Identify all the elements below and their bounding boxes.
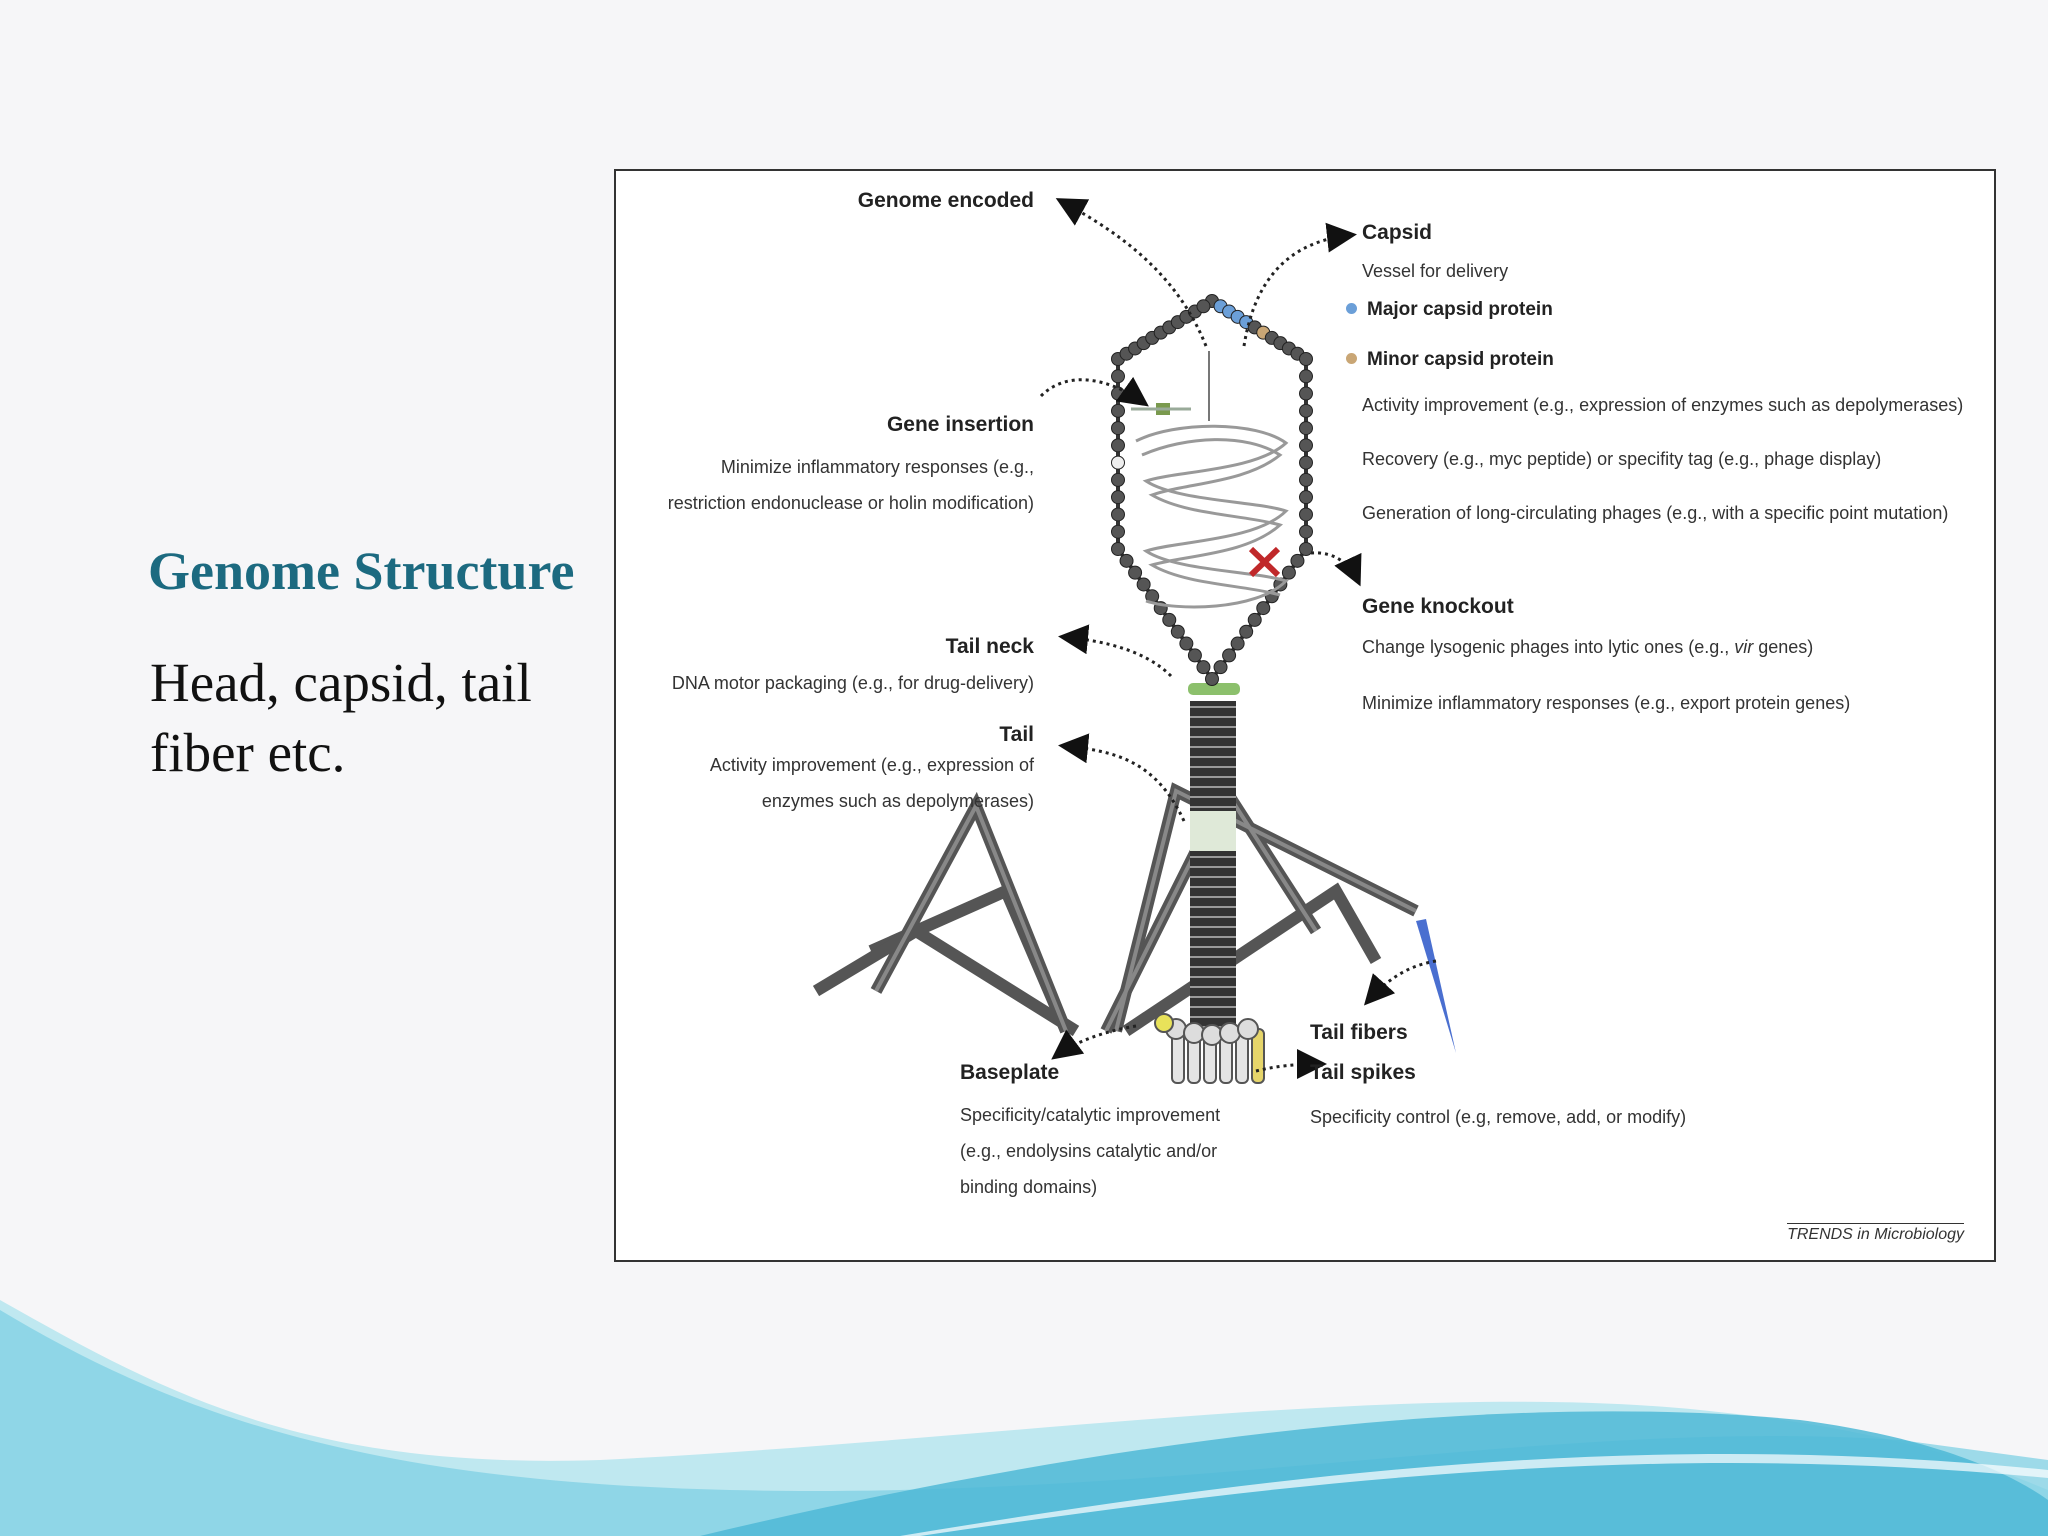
capsid-note-2: Recovery (e.g., myc peptide) or specifit…: [1362, 449, 1882, 469]
baseplate-line-3: binding domains): [960, 1177, 1098, 1197]
capsid-protein-bead: [1281, 565, 1296, 580]
capsid-protein-bead: [1111, 438, 1125, 453]
label-tail-fibers: Tail fibers: [1310, 1021, 1408, 1044]
capsid-protein-bead: [1136, 577, 1151, 592]
capsid-protein-bead: [1111, 507, 1125, 522]
gene-knockout-line-2: Minimize inflammatory responses (e.g., e…: [1362, 693, 1851, 713]
slide-title: Genome Structure: [148, 541, 575, 601]
capsid-protein-bead: [1299, 386, 1313, 401]
capsid-subtitle: Vessel for delivery: [1362, 261, 1509, 281]
capsid-protein-bead: [1111, 542, 1125, 556]
baseplate: [1154, 1013, 1265, 1084]
capsid-protein-bead: [1299, 369, 1313, 384]
label-tail: Tail: [999, 723, 1034, 746]
capsid-protein-bead: [1222, 648, 1237, 663]
gene-knockout-line-1-em: vir: [1734, 637, 1754, 657]
minor-capsid-dot: [1346, 353, 1357, 364]
capsid-protein-bead: [1299, 438, 1313, 453]
capsid-protein-bead: [1239, 624, 1254, 639]
capsid-protein-bead: [1247, 612, 1262, 627]
label-genome-encoded: Genome encoded: [857, 189, 1034, 212]
label-gene-insertion: Gene insertion: [886, 413, 1034, 436]
figure-credit: TRENDS in Microbiology: [1787, 1223, 1964, 1244]
capsid-protein-bead: [1299, 490, 1313, 505]
label-gene-knockout: Gene knockout: [1362, 595, 1514, 618]
label-arrows: [1039, 198, 1437, 1080]
label-capsid: Capsid: [1362, 221, 1433, 244]
tail-line-2: enzymes such as depolymerases): [761, 791, 1034, 811]
capsid-protein-bead: [1111, 472, 1125, 487]
capsid-protein-bead: [1187, 648, 1202, 663]
capsid-protein-bead: [1299, 421, 1313, 436]
capsid-protein-bead: [1170, 624, 1185, 639]
capsid-protein-bead: [1299, 524, 1313, 539]
capsid-protein-bead: [1196, 299, 1211, 314]
capsid-protein-bead: [1299, 472, 1313, 487]
tail-fibers: [812, 778, 1419, 1037]
capsid-protein-bead: [1299, 403, 1313, 418]
legend-minor-capsid: Minor capsid protein: [1346, 349, 1554, 371]
legend-major-capsid: Major capsid protein: [1346, 299, 1553, 321]
tail-spike-blue: [1416, 919, 1456, 1053]
capsid-protein-bead: [1111, 421, 1125, 436]
inserted-gene: [1131, 403, 1191, 415]
capsid-protein-bead: [1179, 636, 1194, 651]
capsid-protein-bead: [1111, 490, 1125, 505]
phage-diagram: Genome encoded Capsid Vessel for deliver…: [614, 169, 1996, 1262]
gene-insertion-line-1: Minimize inflammatory responses (e.g.,: [720, 457, 1034, 477]
capsid-protein-bead: [1111, 455, 1125, 470]
knockout-mark: [1248, 546, 1281, 578]
capsid-protein-bead: [1111, 524, 1125, 539]
capsid-protein-bead: [1111, 369, 1125, 384]
label-tail-spikes: Tail spikes: [1310, 1061, 1416, 1084]
capsid-protein-bead: [1299, 542, 1313, 556]
gene-knockout-line-1-pre: Change lysogenic phages into lytic ones …: [1362, 637, 1735, 657]
tail-tube: [1188, 683, 1240, 1031]
genome-dna: [1135, 351, 1289, 609]
major-capsid-dot: [1346, 303, 1357, 314]
baseplate-line-2: (e.g., endolysins catalytic and/or: [960, 1141, 1218, 1161]
capsid-protein-bead: [1213, 660, 1228, 675]
slide-body-text: Head, capsid, tail fiber etc.: [150, 652, 532, 783]
capsid-protein-bead: [1162, 612, 1177, 627]
capsid-protein-bead: [1196, 660, 1211, 675]
gene-knockout-line-1: Change lysogenic phages into lytic ones …: [1362, 637, 1813, 658]
capsid-protein-bead: [1128, 565, 1143, 580]
capsid-note-3: Generation of long-circulating phages (e…: [1362, 503, 1949, 523]
capsid-protein-bead: [1111, 386, 1125, 401]
capsid-protein-bead: [1299, 352, 1313, 366]
legend-major-capsid-text: Major capsid protein: [1367, 299, 1553, 320]
capsid-note-1: Activity improvement (e.g., expression o…: [1362, 395, 1964, 415]
capsid-protein-bead: [1299, 507, 1313, 522]
tail-neck-desc: DNA motor packaging (e.g., for drug-deli…: [671, 673, 1034, 693]
gene-knockout-line-1-post: genes): [1753, 637, 1814, 657]
capsid-protein-bead: [1205, 672, 1219, 686]
capsid-protein-bead: [1111, 403, 1125, 418]
capsid-protein-bead: [1299, 455, 1313, 470]
capsid-protein-bead: [1256, 601, 1271, 616]
legend-minor-capsid-text: Minor capsid protein: [1367, 349, 1554, 370]
gene-insertion-line-2: restriction endonuclease or holin modifi…: [667, 493, 1034, 513]
label-baseplate: Baseplate: [960, 1061, 1060, 1084]
baseplate-line-1: Specificity/catalytic improvement: [960, 1105, 1221, 1125]
tail-spikes-desc: Specificity control (e.g, remove, add, o…: [1310, 1107, 1687, 1127]
phage-illustration: [812, 198, 1456, 1084]
capsid-protein-bead: [1119, 553, 1134, 568]
capsid: [1111, 294, 1313, 686]
capsid-protein-bead: [1230, 636, 1245, 651]
capsid-protein-bead: [1290, 553, 1305, 568]
label-tail-neck: Tail neck: [945, 635, 1034, 658]
tail-line-1: Activity improvement (e.g., expression o…: [709, 755, 1034, 775]
